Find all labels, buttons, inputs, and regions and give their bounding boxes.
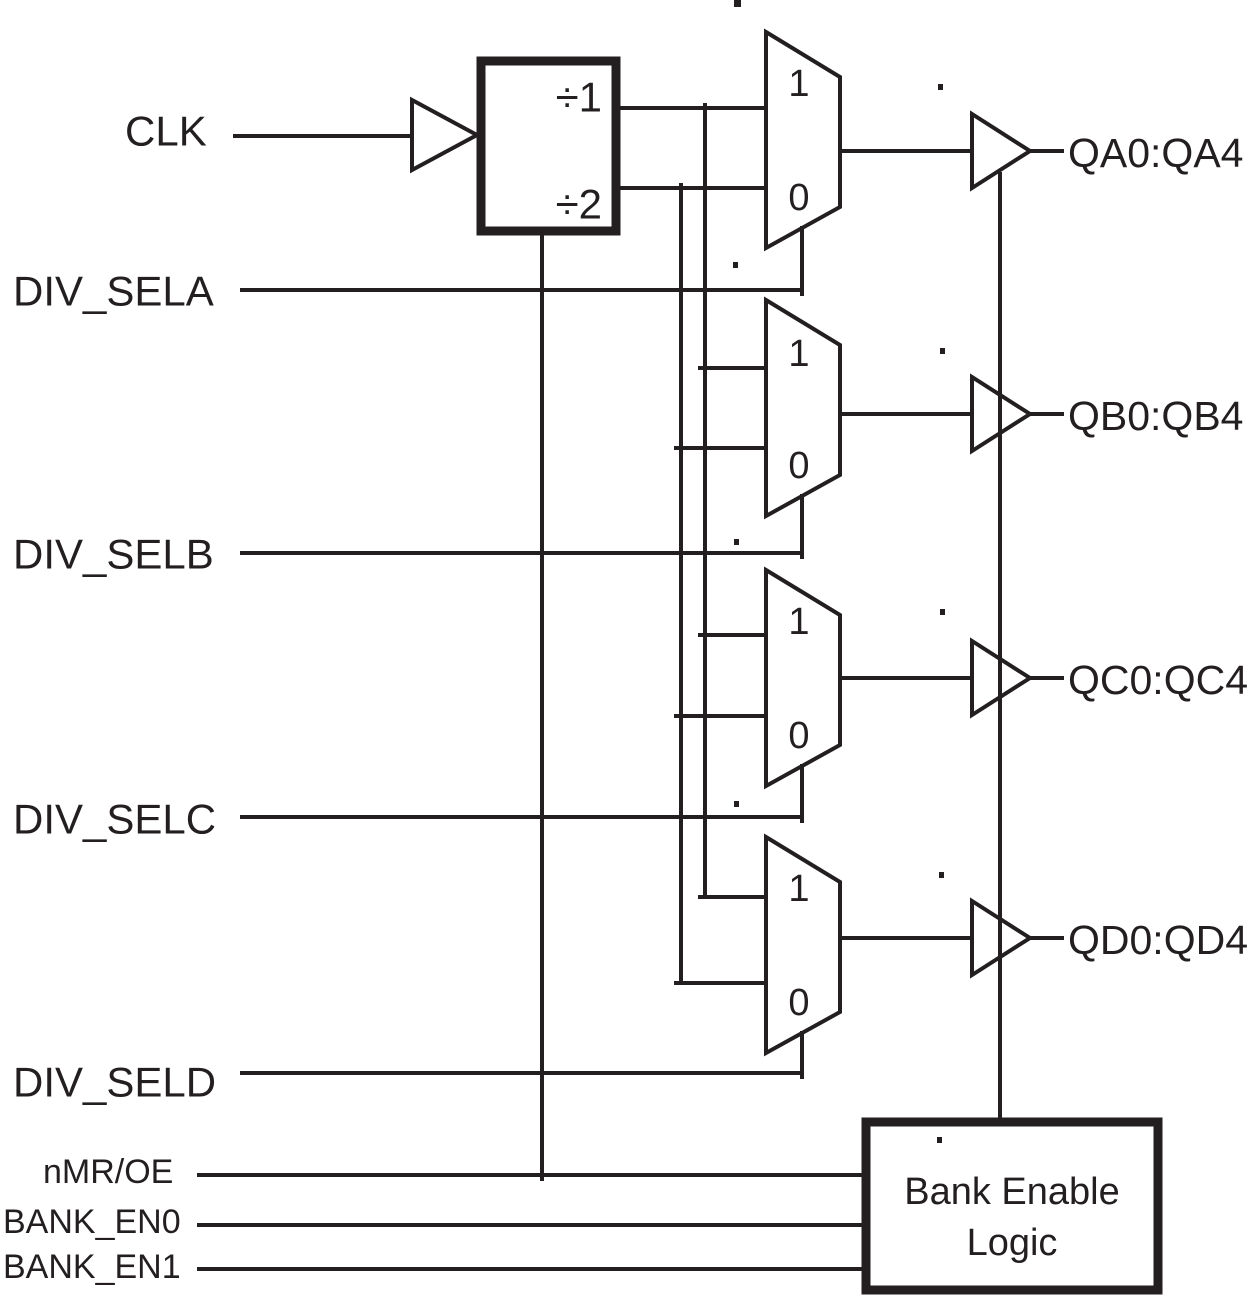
- bank-en1-label: BANK_EN1: [3, 1248, 181, 1286]
- scan-speck: [937, 1137, 942, 1143]
- scan-speck: [940, 609, 945, 615]
- mux-d-input0-label: 0: [788, 982, 809, 1024]
- mux-c-input0-label: 0: [788, 715, 809, 757]
- div-selc-label: DIV_SELC: [13, 796, 216, 843]
- div-sela-label: DIV_SELA: [13, 268, 214, 315]
- qc-label: QC0:QC4: [1068, 657, 1248, 703]
- qa-label: QA0:QA4: [1068, 130, 1243, 176]
- clk-label: CLK: [125, 108, 207, 155]
- mux-b-input0-label: 0: [788, 445, 809, 487]
- bank-enable-logic-label-line1: Bank Enable: [904, 1171, 1120, 1213]
- bank-enable-logic-box: [861, 1117, 1163, 1295]
- divider-box: [476, 56, 621, 236]
- mux-c-input1-label: 1: [788, 601, 809, 643]
- clk-buffer: [410, 96, 482, 174]
- nmr-oe-label: nMR/OE: [43, 1153, 173, 1191]
- scan-speck: [734, 801, 739, 807]
- mux-d-input1-label: 1: [788, 868, 809, 910]
- scan-speck: [733, 262, 738, 268]
- qb-label: QB0:QB4: [1068, 393, 1243, 439]
- output-buffer-a: [970, 110, 1034, 192]
- bank-enable-logic-label-line2: Logic: [967, 1222, 1058, 1264]
- divide-by-1-label: ÷1: [556, 74, 602, 121]
- mux-a-input1-label: 1: [788, 63, 809, 105]
- output-buffer-b: [970, 373, 1034, 455]
- scan-speck: [939, 872, 944, 878]
- mux-a-input0-label: 0: [788, 177, 809, 219]
- mux-b-input1-label: 1: [788, 333, 809, 375]
- qd-label: QD0:QD4: [1068, 917, 1248, 963]
- bank-en0-label: BANK_EN0: [3, 1203, 181, 1241]
- div-selb-label: DIV_SELB: [13, 531, 214, 578]
- output-buffer-d: [970, 897, 1034, 979]
- scan-speck: [734, 539, 739, 545]
- mux-b-shape: [764, 296, 842, 520]
- divide-by-2-label: ÷2: [556, 181, 602, 228]
- output-buffer-c: [970, 637, 1034, 719]
- div-seld-label: DIV_SELD: [13, 1059, 216, 1106]
- scan-speck: [938, 84, 943, 90]
- mux-a-shape: [764, 28, 842, 252]
- scan-speck: [940, 348, 945, 354]
- scan-speck: [734, 0, 741, 7]
